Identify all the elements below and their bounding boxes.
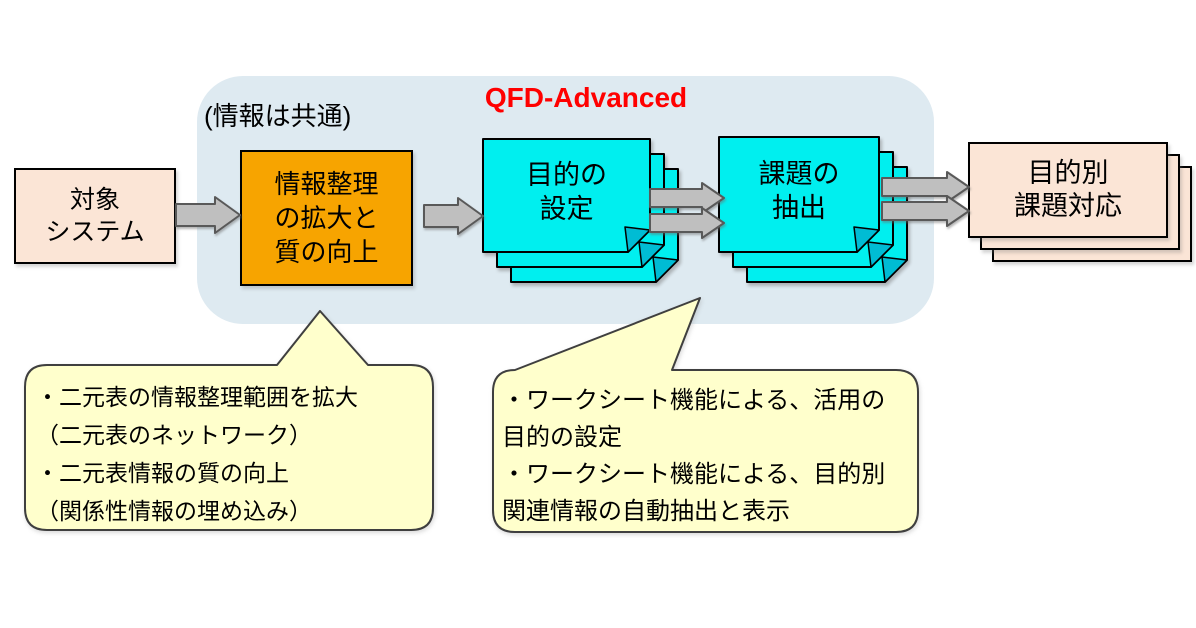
flow-arrow-icon [881,171,970,203]
node-label-line: 質の向上 [274,237,379,267]
flow-arrow-icon [423,197,484,235]
flow-arrow-icon [175,196,241,234]
flow-arrow-icon [649,207,725,239]
callout-line: ・二元表の情報整理範囲を拡大 [36,384,358,410]
callout-line: 関連情報の自動抽出と表示 [502,498,790,525]
flow-arrow-icon [881,195,970,227]
node-purpose-sheet-stack [482,138,679,283]
node-label-line: システム [45,218,145,246]
node-label-line: 目的別 [1027,158,1109,188]
node-info-organize: 情報整理 の拡大と 質の向上 [240,150,413,286]
sheet-fold-icon [867,241,894,268]
diagram-title: QFD-Advanced [484,82,688,113]
node-response-sheet-front: 目的別 課題対応 [968,142,1168,238]
node-label-line: 目的の [526,160,607,190]
sheet-fold-icon [881,256,908,283]
node-label-line: 抽出 [772,193,826,223]
node-issue-extraction-label: 課題の 抽出 [719,137,879,245]
node-issues-sheet-stack [718,136,908,283]
node-label-line: の拡大と [274,203,379,233]
callout-line: ・二元表情報の質の向上 [36,460,289,486]
node-label-line: 設定 [539,194,594,224]
node-purpose-setting-label: 目的の 設定 [483,139,650,245]
node-label-line: 対象 [69,186,120,214]
callout-right-text: ・ワークシート機能による、活用の 目的の設定 ・ワークシート機能による、目的別 … [502,382,912,530]
sheet-fold-icon [638,241,665,268]
callout-left-bubble [24,310,434,531]
callout-line: （二元表のネットワーク） [36,422,312,448]
callout-right-bubble [492,297,919,533]
callout-line: 目的の設定 [502,424,622,451]
node-label-line: 課題の [758,159,840,189]
node-label-line: 情報整理 [274,169,379,199]
callout-left-text: ・二元表の情報整理範囲を拡大 （二元表のネットワーク） ・二元表情報の質の向上 … [36,378,428,530]
shared-info-note: (情報は共通) [204,101,352,131]
sheet-fold-icon [652,256,679,283]
sheet-fold-icon [853,226,880,253]
callout-line: ・ワークシート機能による、活用の [502,387,886,414]
sheet-fold-icon [624,226,651,253]
callout-line: （関係性情報の埋め込み） [36,498,312,524]
callout-line: ・ワークシート機能による、目的別 [502,461,886,488]
flow-arrow-icon [649,182,725,214]
node-label-line: 課題対応 [1014,191,1122,221]
